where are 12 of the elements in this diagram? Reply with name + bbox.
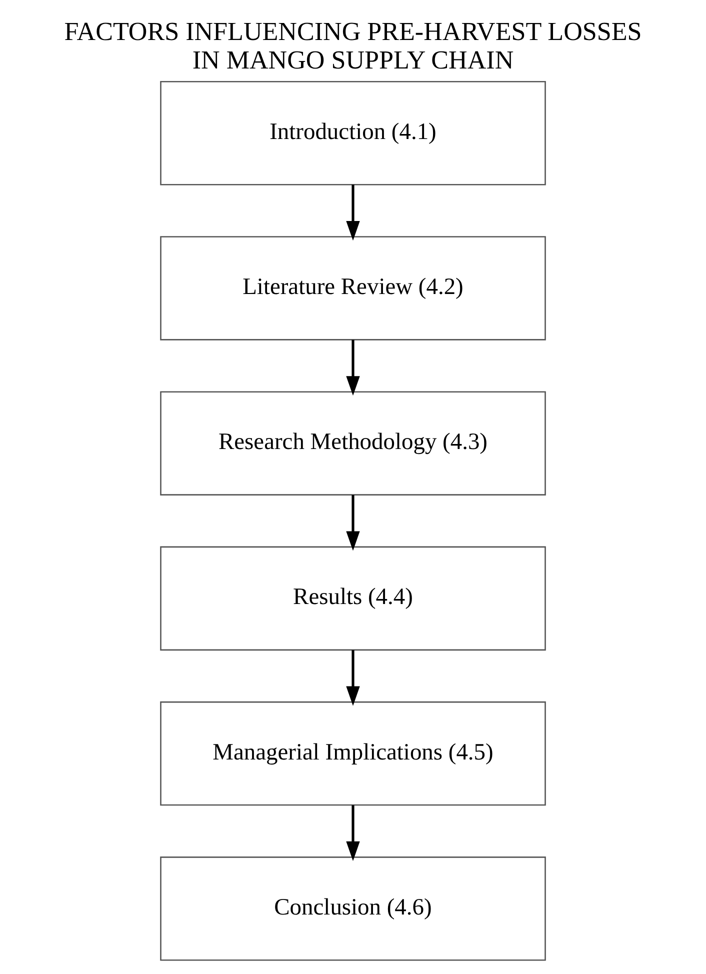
node-box: Literature Review (4.2) bbox=[160, 236, 546, 340]
arrow bbox=[346, 650, 360, 706]
node-box: Managerial Implications (4.5) bbox=[160, 701, 546, 806]
arrow bbox=[346, 805, 360, 861]
arrow bbox=[346, 495, 360, 551]
arrow bbox=[346, 184, 360, 241]
diagram-title: FACTORS INFLUENCING PRE-HARVEST LOSSES IN MANGO SUPPLY CHAIN bbox=[64, 16, 642, 75]
node-box: Research Methodology (4.3) bbox=[160, 391, 546, 496]
node-box: Results (4.4) bbox=[160, 546, 546, 651]
node-box: Conclusion (4.6) bbox=[160, 856, 546, 961]
arrow bbox=[346, 340, 360, 396]
node-box: Introduction (4.1) bbox=[160, 80, 546, 186]
